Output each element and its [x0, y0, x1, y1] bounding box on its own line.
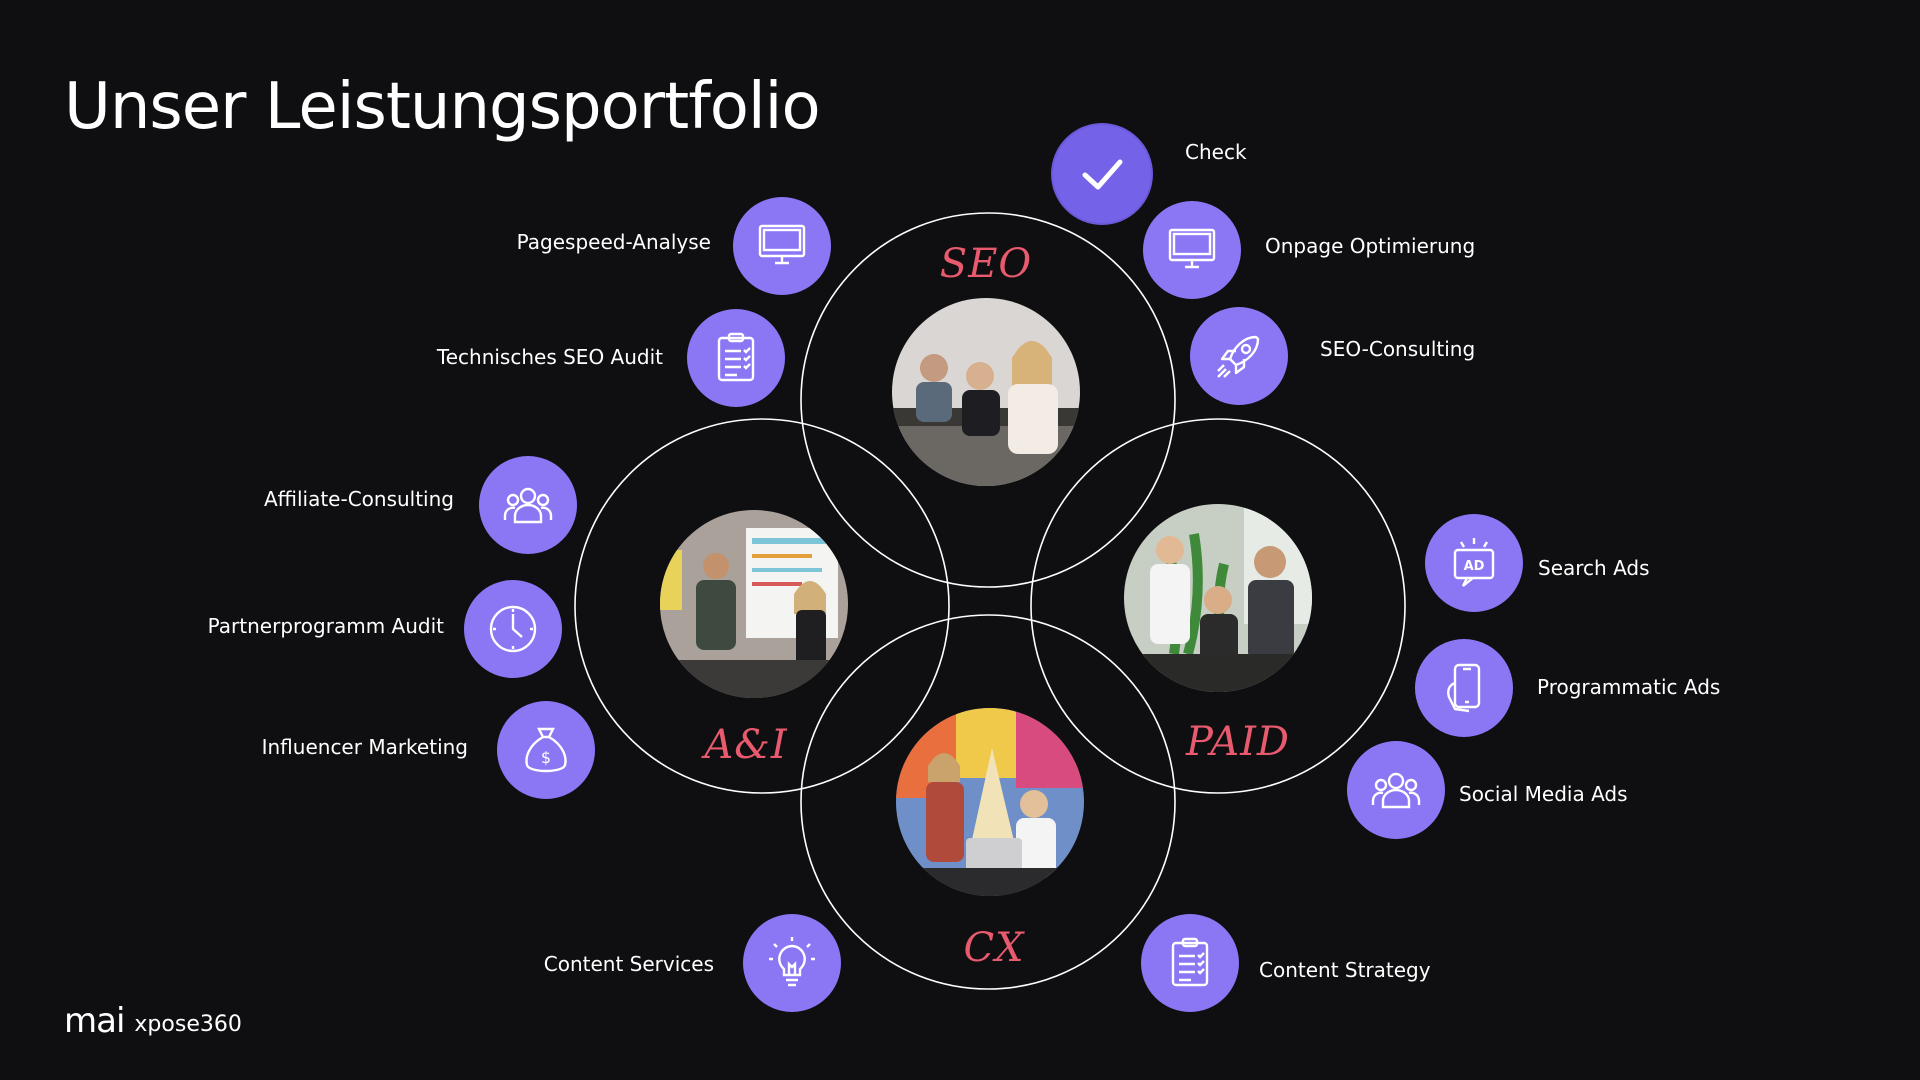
service-label-seo-consulting: SEO-Consulting	[1320, 337, 1476, 361]
team-photo-paid	[1124, 504, 1312, 692]
page-title: Unser Leistungsportfolio	[64, 70, 821, 144]
service-label-affiliate-consulting: Affiliate-Consulting	[263, 487, 454, 511]
ad-icon[interactable]: AD	[1425, 514, 1523, 612]
clipboard-icon[interactable]	[1141, 914, 1239, 1012]
clock-icon[interactable]	[464, 580, 562, 678]
service-label-tech-seo-audit: Technisches SEO Audit	[436, 345, 663, 369]
phone-hand-icon[interactable]	[1415, 639, 1513, 737]
segment-label-cx: CX	[963, 925, 1025, 971]
service-label-content-strategy: Content Strategy	[1259, 958, 1431, 982]
service-label-pagespeed: Pagespeed-Analyse	[516, 230, 711, 254]
monitor-icon[interactable]	[1143, 201, 1241, 299]
footer-logo: mai xpose360	[64, 1004, 242, 1038]
team-photo-cx	[896, 708, 1084, 896]
checkmark-icon[interactable]	[1053, 125, 1151, 223]
monitor-icon[interactable]	[733, 197, 831, 295]
svg-text:AD: AD	[1464, 559, 1485, 574]
service-label-social-media-ads: Social Media Ads	[1459, 782, 1628, 806]
people-group-icon[interactable]	[479, 456, 577, 554]
ring-paid	[1030, 418, 1406, 794]
people-group-icon[interactable]	[1347, 741, 1445, 839]
segment-label-seo: SEO	[939, 241, 1033, 287]
money-bag-icon[interactable]: $	[497, 701, 595, 799]
team-photo-seo	[892, 298, 1080, 486]
svg-text:$: $	[541, 748, 551, 767]
rocket-icon[interactable]	[1190, 307, 1288, 405]
service-label-partner-audit: Partnerprogramm Audit	[207, 614, 444, 638]
service-label-influencer: Influencer Marketing	[261, 735, 468, 759]
segment-label-paid: PAID	[1186, 719, 1290, 765]
segment-label-ai: A&I	[704, 722, 788, 768]
service-label-onpage: Onpage Optimierung	[1265, 234, 1476, 258]
logo-brand: xpose360	[134, 1011, 242, 1037]
service-label-content-services: Content Services	[543, 952, 714, 976]
service-label-programmatic-ads: Programmatic Ads	[1537, 675, 1721, 699]
ring-cx	[800, 614, 1176, 990]
team-photo-ai	[660, 510, 848, 698]
ring-ai	[574, 418, 950, 794]
service-label-check: Check	[1185, 140, 1247, 164]
ring-seo	[800, 212, 1176, 588]
service-label-search-ads: Search Ads	[1538, 556, 1650, 580]
logo-mai: mai	[64, 1001, 125, 1041]
lightbulb-icon[interactable]	[743, 914, 841, 1012]
clipboard-icon[interactable]	[687, 309, 785, 407]
